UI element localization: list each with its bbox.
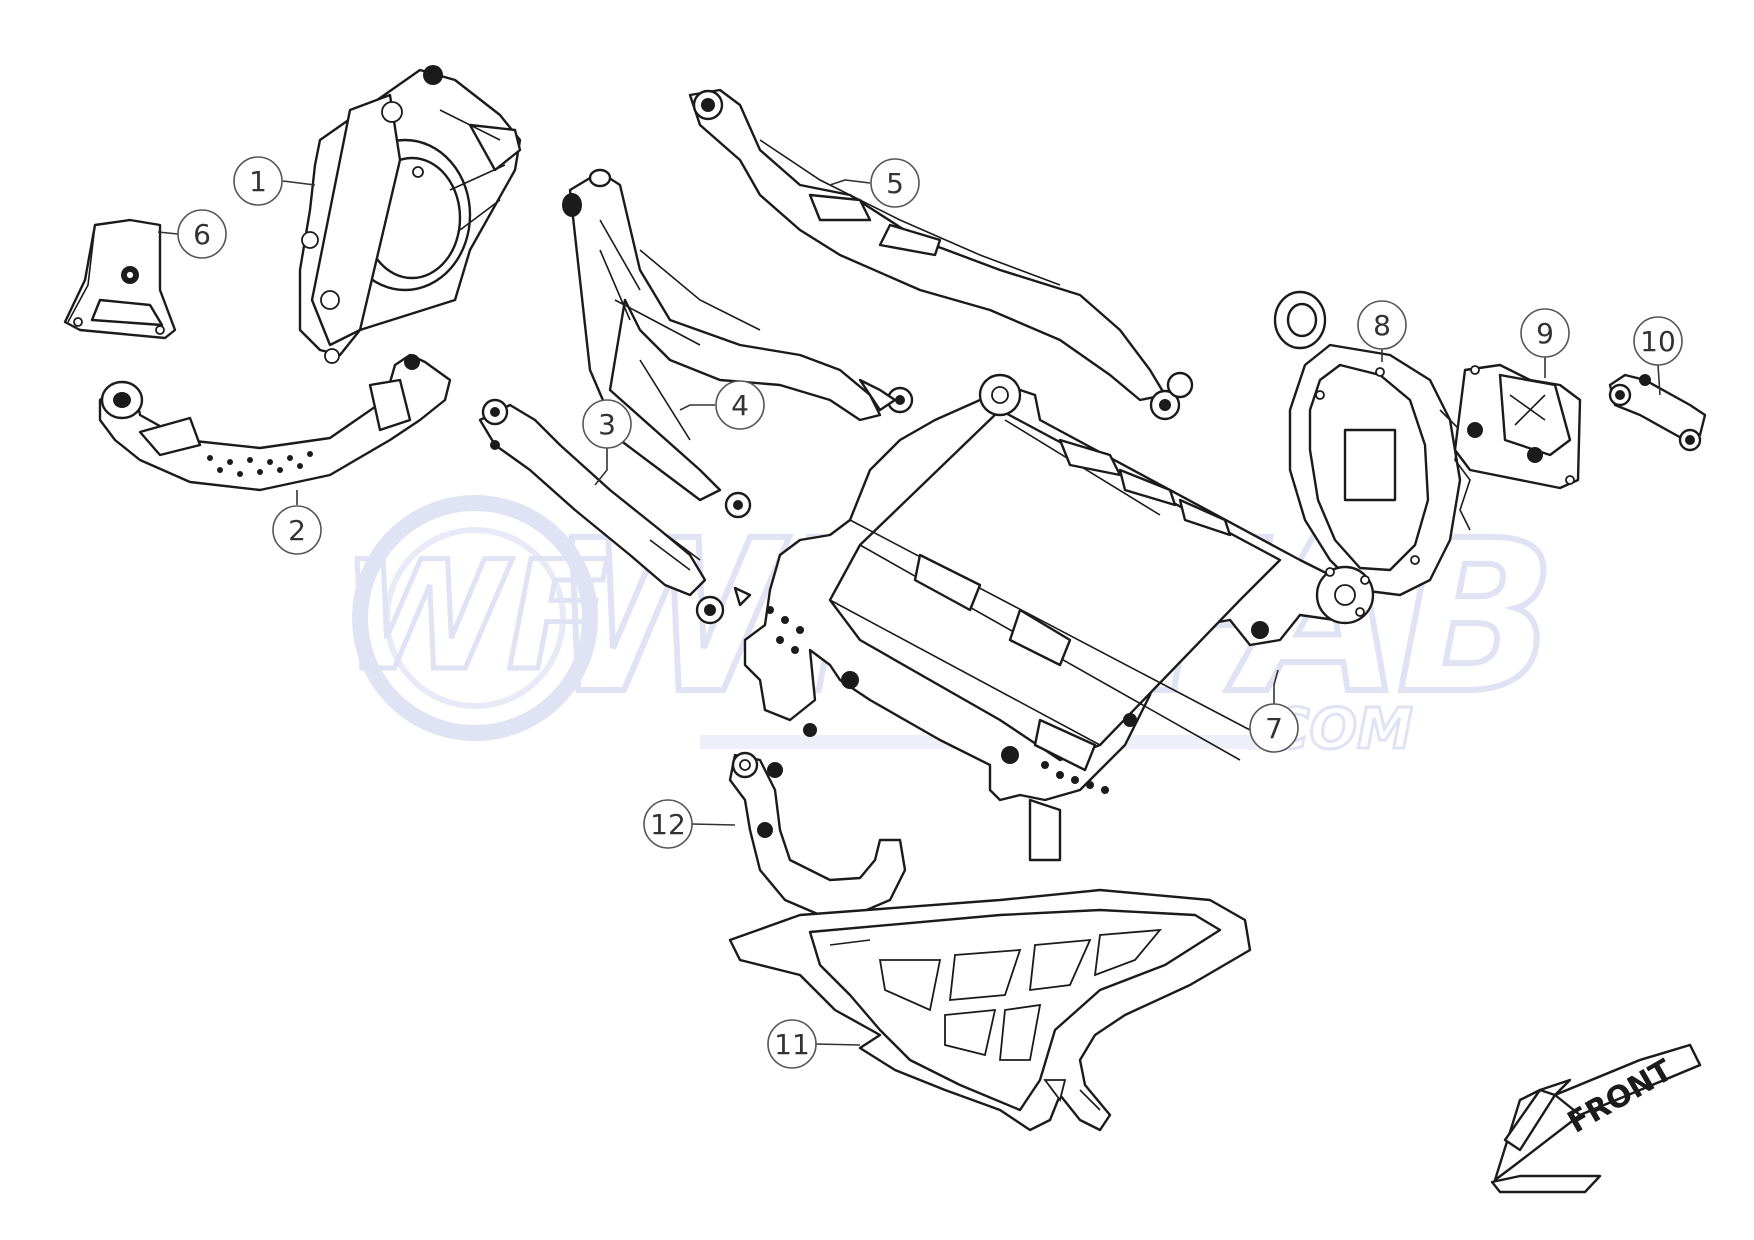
callout-2-label: 2 xyxy=(288,514,306,547)
callout-5: 5 xyxy=(829,158,920,208)
callout-7-label: 7 xyxy=(1265,712,1283,745)
callout-3-label: 3 xyxy=(598,408,616,441)
callout-6-label: 6 xyxy=(193,218,211,251)
part-11-plate xyxy=(728,888,1252,1132)
callout-12-label: 12 xyxy=(650,808,686,841)
callout-9-label: 9 xyxy=(1536,317,1554,350)
front-arrow-icon: FRONT xyxy=(1490,1043,1702,1194)
callout-6: 6 xyxy=(157,209,227,259)
watermark-logo-text: WF xyxy=(341,530,609,704)
callout-1: 1 xyxy=(233,156,316,206)
part-3-toe-link xyxy=(478,398,752,625)
callout-4-label: 4 xyxy=(731,389,749,422)
callout-4: 4 xyxy=(679,380,765,430)
part-8-diff-housing xyxy=(1273,290,1471,597)
watermark-inner-circle-icon xyxy=(384,527,566,709)
callout-3: 3 xyxy=(582,399,632,486)
part-2-lower-arm xyxy=(98,353,452,492)
part-9-diff-mount xyxy=(1453,363,1582,490)
part-10-link xyxy=(1608,373,1707,452)
part-5-trailing-arm xyxy=(688,88,1194,421)
part-7-hole-pattern xyxy=(766,606,1109,794)
callout-8: 8 xyxy=(1357,300,1407,362)
callout-11: 11 xyxy=(767,1019,861,1069)
callout-12: 12 xyxy=(643,799,736,849)
callout-1-label: 1 xyxy=(249,165,267,198)
callout-9: 9 xyxy=(1520,308,1570,378)
part-2-hole-pattern xyxy=(207,451,313,477)
part-1-knuckle xyxy=(298,65,522,364)
part-12-sway-bar xyxy=(728,751,907,917)
callout-5-label: 5 xyxy=(886,167,904,200)
callout-10: 10 xyxy=(1633,316,1683,396)
callout-8-label: 8 xyxy=(1373,309,1391,342)
callout-10-label: 10 xyxy=(1640,325,1676,358)
callout-7: 7 xyxy=(1249,669,1299,753)
callout-11-label: 11 xyxy=(774,1028,810,1061)
callout-2: 2 xyxy=(272,490,322,555)
part-6-bracket xyxy=(63,218,177,340)
part-7-subframe xyxy=(743,373,1375,862)
watermark-circle-icon xyxy=(352,495,598,741)
